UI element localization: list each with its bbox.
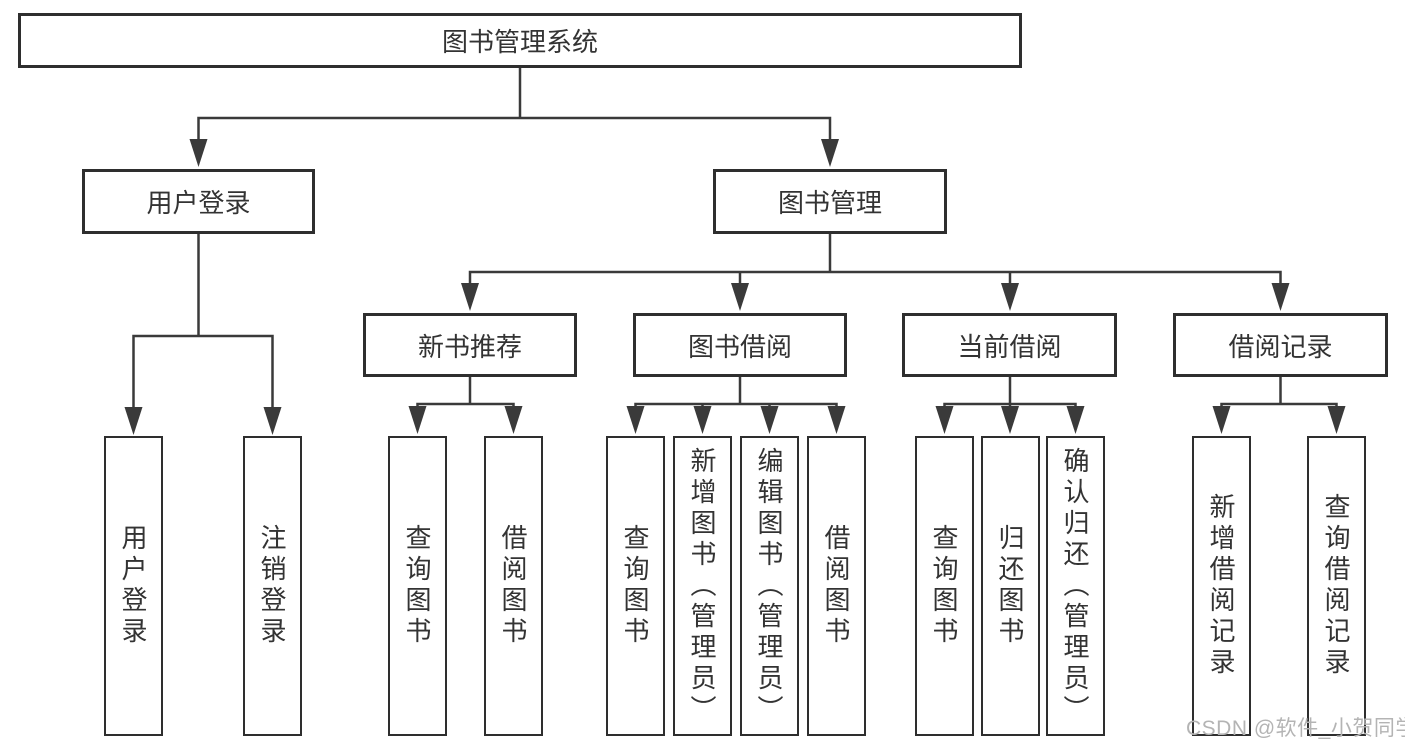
leaf-current-query-books: 查询图书 xyxy=(915,436,974,736)
node-book-management: 图书管理 xyxy=(713,169,947,234)
leaf-recommend-borrow-books: 借阅图书 xyxy=(484,436,543,736)
node-book-borrow: 图书借阅 xyxy=(633,313,847,377)
node-root-system: 图书管理系统 xyxy=(18,13,1022,68)
arrowheads xyxy=(124,139,1346,435)
leaf-records-query-record: 查询借阅记录 xyxy=(1307,436,1366,736)
leaf-borrow-borrow-books: 借阅图书 xyxy=(807,436,866,736)
leaf-borrow-add-books-admin: 新增图书（管理员） xyxy=(673,436,732,736)
leaf-records-add-record: 新增借阅记录 xyxy=(1192,436,1251,736)
leaf-current-confirm-return-admin: 确认归还（管理员） xyxy=(1046,436,1105,736)
leaf-logout: 注销登录 xyxy=(243,436,302,736)
leaf-user-login: 用户登录 xyxy=(104,436,163,736)
watermark-text: CSDN @软件_小贺同学 xyxy=(1186,717,1405,740)
node-user-login: 用户登录 xyxy=(82,169,315,234)
node-current-borrow: 当前借阅 xyxy=(902,313,1117,377)
node-new-book-recommend: 新书推荐 xyxy=(363,313,577,377)
node-borrow-records: 借阅记录 xyxy=(1173,313,1388,377)
leaf-borrow-query-books: 查询图书 xyxy=(606,436,665,736)
leaf-recommend-query-books: 查询图书 xyxy=(388,436,447,736)
leaf-current-return-books: 归还图书 xyxy=(981,436,1040,736)
leaf-borrow-edit-books-admin: 编辑图书（管理员） xyxy=(740,436,799,736)
